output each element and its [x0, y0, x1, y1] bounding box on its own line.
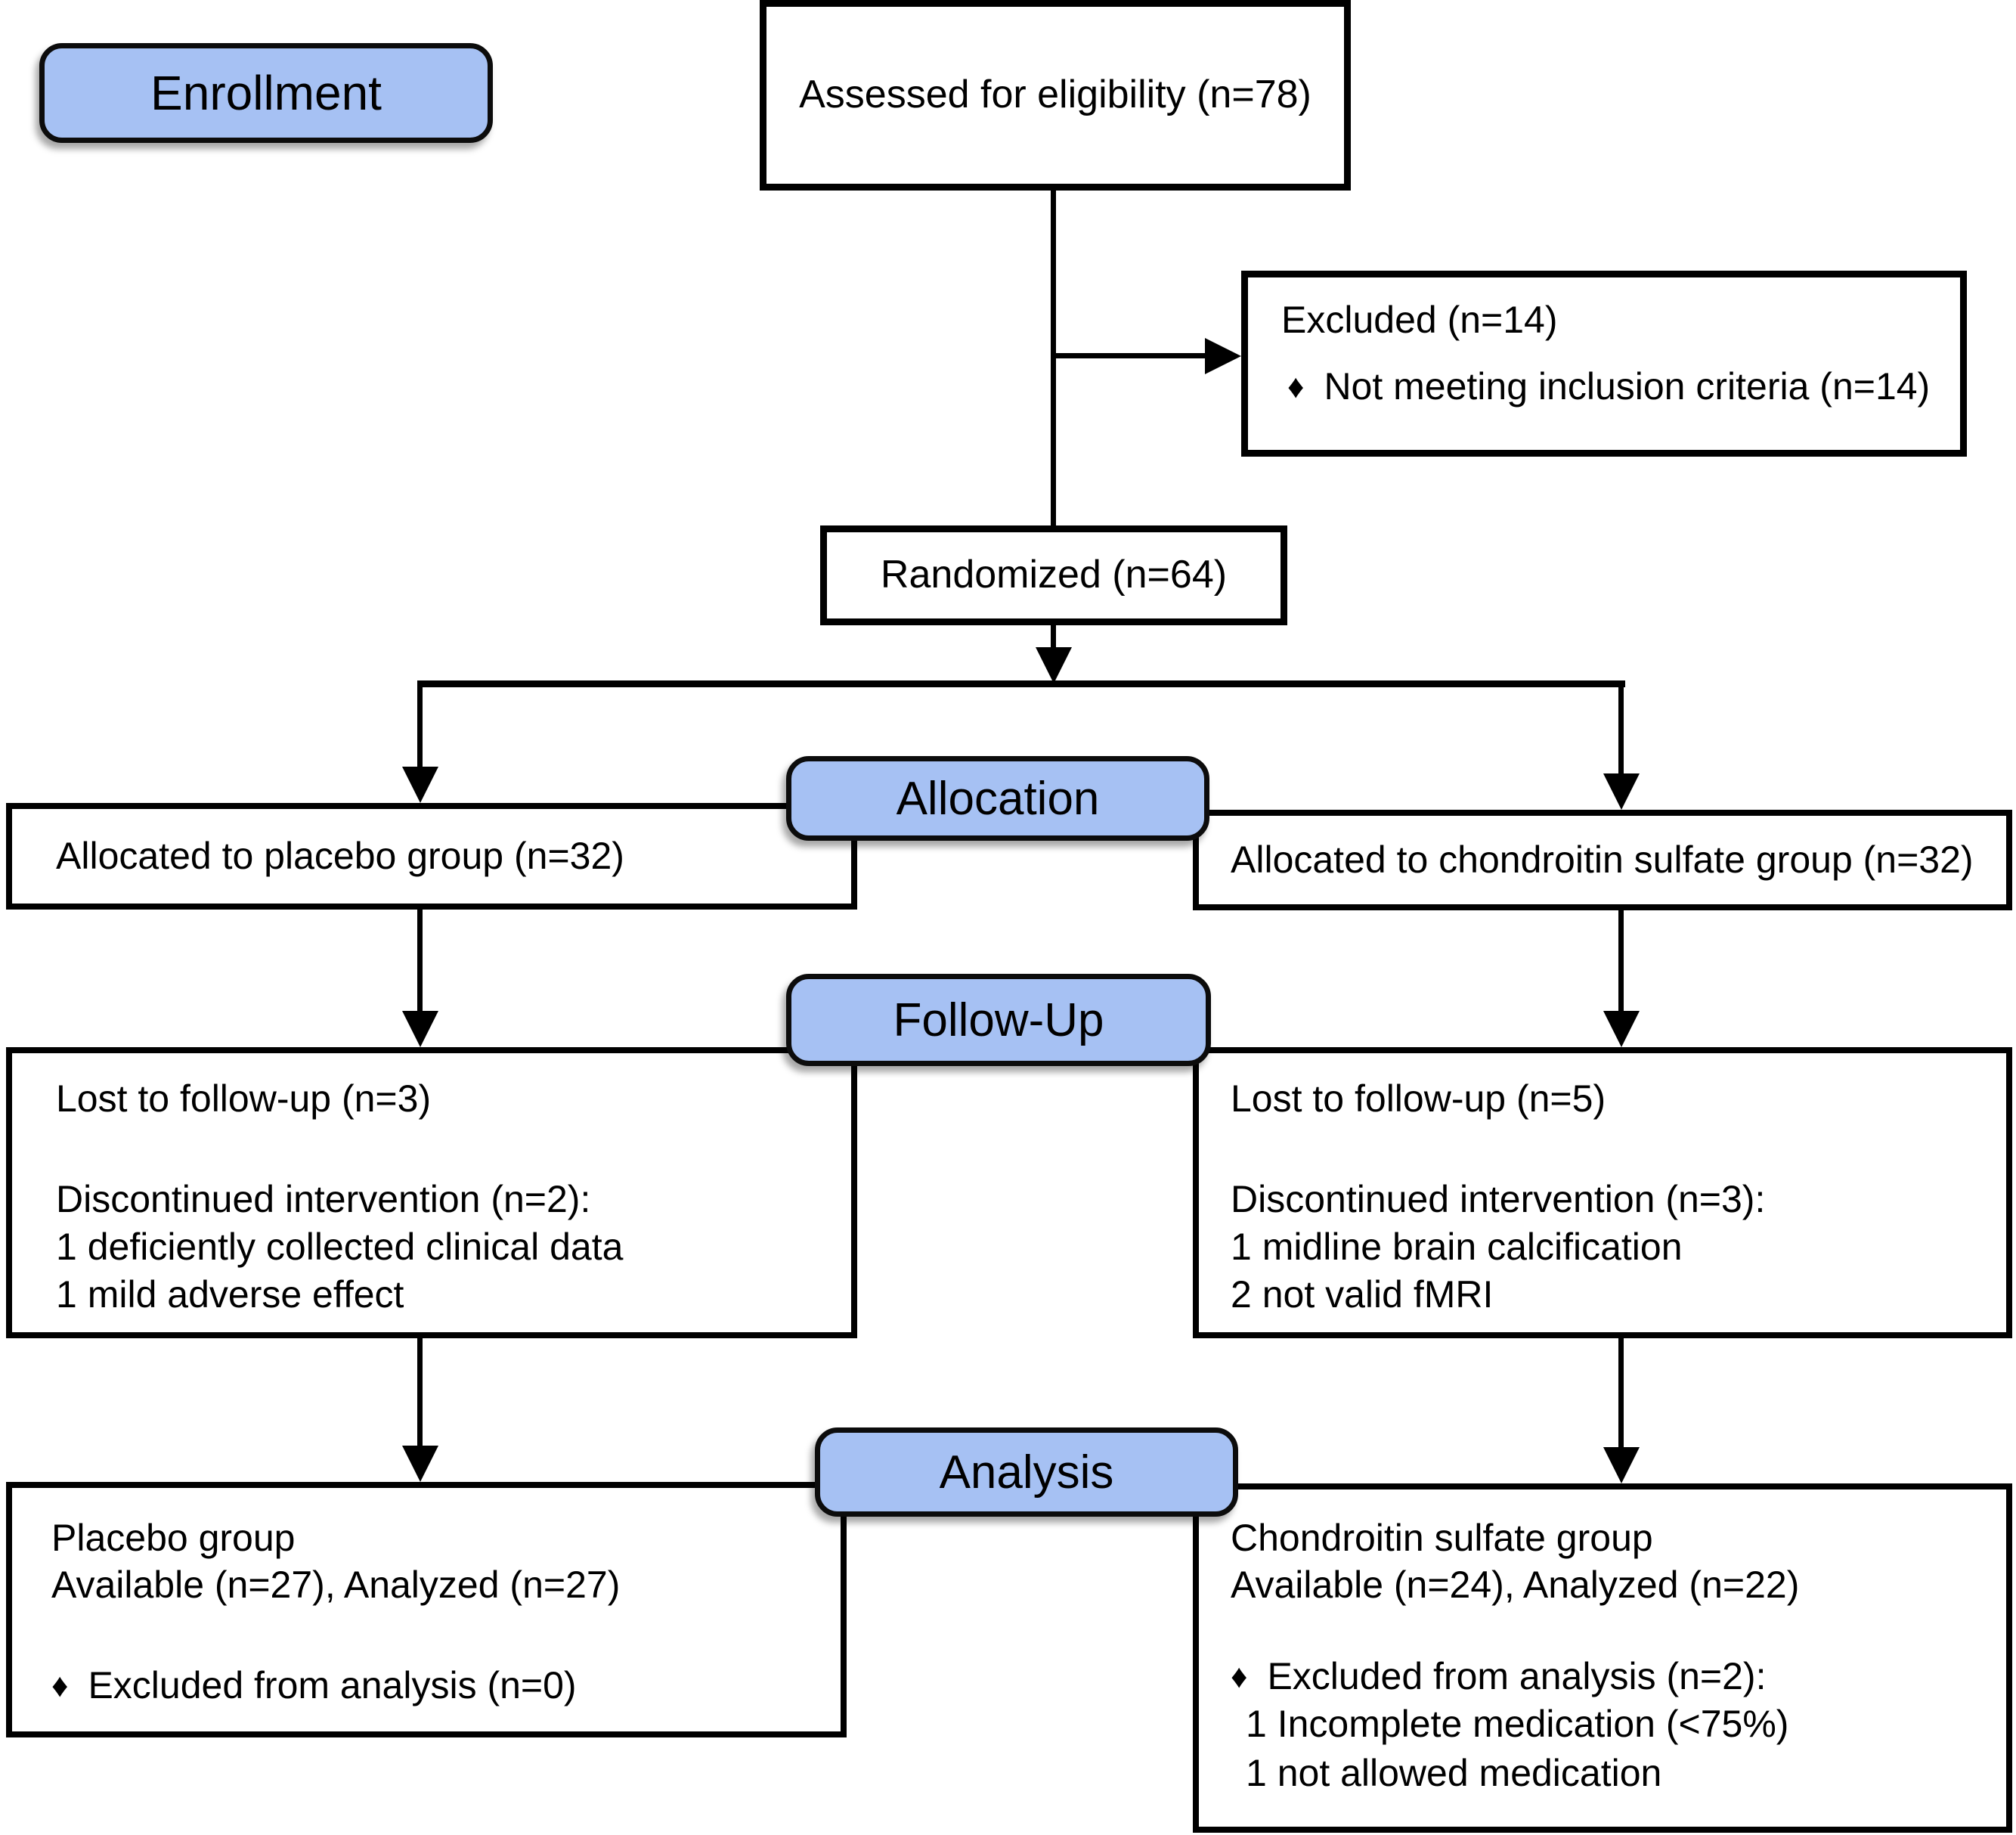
analysis-placebo-excluded-row: ♦ Excluded from analysis (n=0) — [51, 1664, 577, 1708]
analysis-chondroitin-box: Chondroitin sulfate group Available (n=2… — [1193, 1483, 2012, 1833]
diamond-bullet-icon: ♦ — [1287, 367, 1305, 405]
analysis-placebo-group: Placebo group — [51, 1517, 296, 1559]
allocated-placebo-box: Allocated to placebo group (n=32) — [6, 803, 857, 910]
allocation-stage-label: Allocation — [786, 756, 1209, 841]
followup-placebo-reason-1: 1 deficiently collected clinical data — [56, 1226, 624, 1268]
arrow-down-placebo-analysis-icon — [402, 1446, 438, 1482]
excluded-reason-text: Not meeting inclusion criteria (n=14) — [1324, 365, 1931, 408]
allocated-chondroitin-text: Allocated to chondroitin sulfate group (… — [1231, 838, 1974, 881]
diamond-bullet-icon: ♦ — [51, 1666, 69, 1704]
branch-line — [417, 680, 1625, 687]
arrow-down-chondroitin-followup-icon — [1603, 1011, 1640, 1047]
connector-branch-to-chondroitin-allocation — [1618, 680, 1624, 776]
analysis-placebo-excluded-text: Excluded from analysis (n=0) — [88, 1664, 577, 1706]
analysis-stage-label: Analysis — [815, 1427, 1238, 1517]
followup-chondroitin-reason-1: 1 midline brain calcification — [1231, 1226, 1683, 1268]
allocated-chondroitin-box: Allocated to chondroitin sulfate group (… — [1193, 810, 2012, 910]
followup-placebo-lost: Lost to follow-up (n=3) — [56, 1077, 432, 1120]
allocation-stage-text: Allocation — [896, 772, 1100, 825]
arrow-down-placebo-followup-icon — [402, 1011, 438, 1047]
connector-placebo-allocation-to-followup — [417, 910, 423, 1015]
arrow-down-chondroitin-analysis-icon — [1603, 1447, 1640, 1483]
connector-chondroitin-allocation-to-followup — [1618, 910, 1624, 1015]
analysis-chondroitin-excluded-text: Excluded from analysis (n=2): — [1267, 1655, 1767, 1697]
arrow-down-placebo-allocation-icon — [402, 767, 438, 803]
enrollment-stage-text: Enrollment — [150, 66, 382, 120]
enrollment-stage-label: Enrollment — [39, 43, 493, 143]
connector-placebo-followup-to-analysis — [417, 1337, 423, 1449]
excluded-box: Excluded (n=14) ♦ Not meeting inclusion … — [1241, 271, 1967, 457]
arrow-right-excluded-icon — [1205, 338, 1241, 374]
followup-stage-label: Follow-Up — [786, 974, 1211, 1066]
analysis-chondroitin-excluded-row: ♦ Excluded from analysis (n=2): — [1231, 1655, 1766, 1699]
excluded-reason-row: ♦ Not meeting inclusion criteria (n=14) — [1287, 365, 1930, 409]
connector-to-excluded — [1051, 353, 1211, 358]
assessed-eligibility-box: Assessed for eligibility (n=78) — [760, 0, 1351, 191]
followup-chondroitin-box: Lost to follow-up (n=5) Discontinued int… — [1193, 1047, 2012, 1338]
excluded-title: Excluded (n=14) — [1281, 299, 1558, 341]
arrow-down-branch-icon — [1036, 647, 1072, 683]
allocated-placebo-text: Allocated to placebo group (n=32) — [56, 834, 624, 877]
analysis-placebo-counts: Available (n=27), Analyzed (n=27) — [51, 1564, 621, 1606]
diamond-bullet-icon: ♦ — [1231, 1657, 1248, 1695]
analysis-chondroitin-counts: Available (n=24), Analyzed (n=22) — [1231, 1564, 1800, 1606]
followup-chondroitin-reason-2: 2 not valid fMRI — [1231, 1273, 1494, 1316]
followup-placebo-box: Lost to follow-up (n=3) Discontinued int… — [6, 1047, 857, 1338]
randomized-box: Randomized (n=64) — [820, 525, 1287, 625]
followup-placebo-discontinued: Discontinued intervention (n=2): — [56, 1178, 591, 1220]
followup-chondroitin-discontinued: Discontinued intervention (n=3): — [1231, 1178, 1766, 1220]
connector-branch-to-placebo-allocation — [417, 680, 423, 770]
analysis-stage-text: Analysis — [939, 1446, 1114, 1499]
analysis-placebo-box: Placebo group Available (n=27), Analyzed… — [6, 1482, 847, 1737]
analysis-chondroitin-reason-2: 1 not allowed medication — [1246, 1752, 1662, 1794]
connector-chondroitin-followup-to-analysis — [1618, 1337, 1624, 1450]
followup-placebo-reason-2: 1 mild adverse effect — [56, 1273, 404, 1316]
connector-randomized-to-branch — [1051, 624, 1056, 654]
analysis-chondroitin-group: Chondroitin sulfate group — [1231, 1517, 1653, 1559]
assessed-eligibility-text: Assessed for eligibility (n=78) — [799, 73, 1311, 117]
connector-assessed-to-randomized — [1051, 189, 1056, 533]
arrow-down-chondroitin-allocation-icon — [1603, 773, 1640, 810]
analysis-chondroitin-reason-1: 1 Incomplete medication (<75%) — [1246, 1703, 1789, 1745]
randomized-text: Randomized (n=64) — [880, 553, 1228, 597]
followup-chondroitin-lost: Lost to follow-up (n=5) — [1231, 1077, 1606, 1120]
followup-stage-text: Follow-Up — [893, 993, 1104, 1046]
